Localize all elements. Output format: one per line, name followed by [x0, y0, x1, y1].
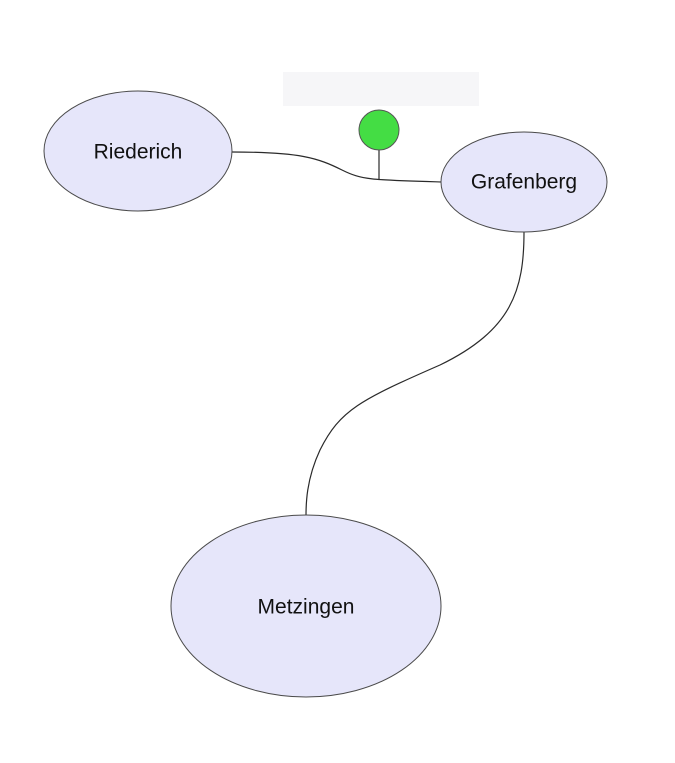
node-metzingen-label: Metzingen: [258, 596, 355, 619]
node-riederich-shape: [43, 90, 233, 212]
node-grafenberg-label: Grafenberg: [471, 171, 577, 194]
marker-pin-icon[interactable]: [358, 109, 400, 151]
node-riederich-label: Riederich: [94, 141, 183, 164]
node-grafenberg[interactable]: Grafenberg: [440, 131, 608, 233]
node-grafenberg-shape: [440, 131, 608, 233]
edge-grafenberg-metzingen[interactable]: [305, 231, 525, 517]
node-metzingen[interactable]: Metzingen: [170, 514, 442, 698]
edge-riederich-grafenberg[interactable]: [231, 151, 443, 183]
node-metzingen-shape: [170, 514, 442, 698]
node-riederich[interactable]: Riederich: [43, 90, 233, 212]
faint-background-patch: [283, 72, 479, 106]
